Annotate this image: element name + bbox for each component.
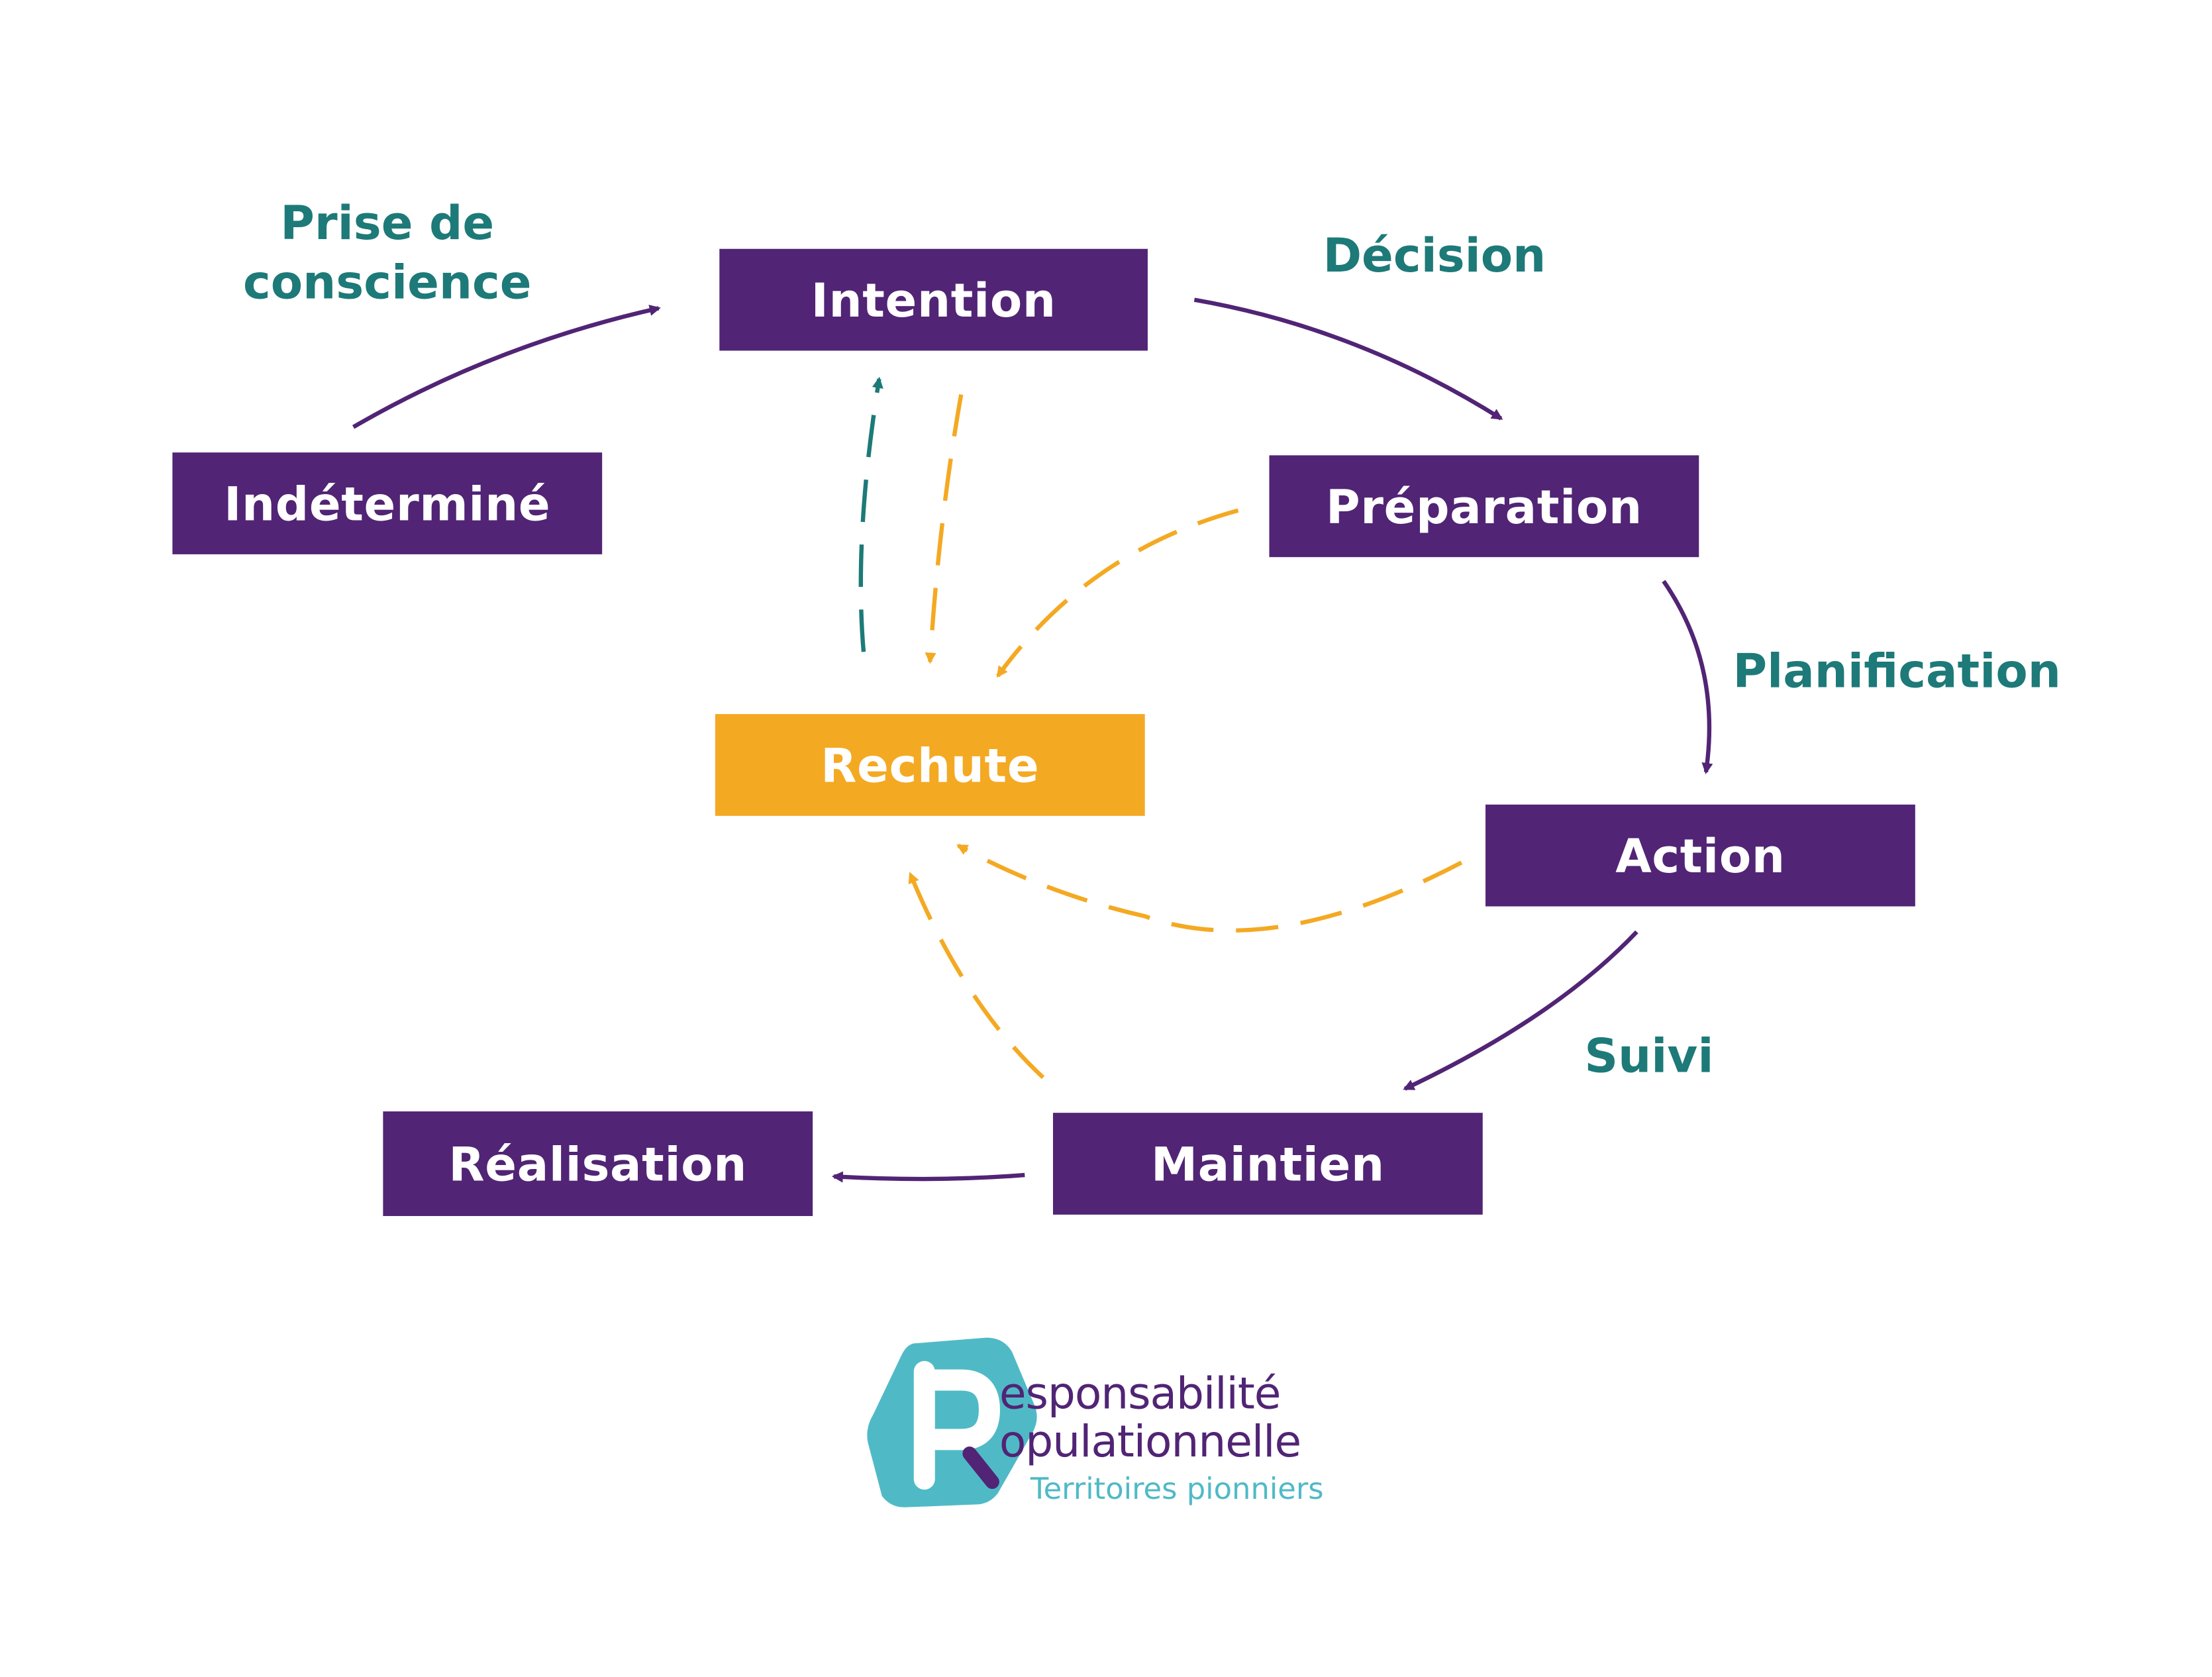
- arrow-action-to-maintien: [1403, 930, 1638, 1091]
- logo-hexagon-icon: [867, 1337, 1037, 1507]
- stage-intention-label: Intention: [811, 272, 1056, 328]
- stage-realisation: Réalisation: [383, 1111, 813, 1217]
- stage-rechute-label: Rechute: [821, 737, 1040, 793]
- transition-suivi: Suivi: [1584, 1028, 1714, 1084]
- stage-preparation: Préparation: [1269, 455, 1699, 558]
- stage-intention: Intention: [719, 248, 1148, 351]
- transition-planification: Planification: [1733, 643, 2061, 699]
- transition-prise-line2: conscience: [243, 254, 532, 310]
- stage-preparation-label: Préparation: [1326, 478, 1642, 534]
- stage-maintien: Maintien: [1052, 1113, 1483, 1215]
- arrow-indetermine-to-intention: [352, 305, 661, 429]
- transition-decision: Décision: [1323, 227, 1546, 283]
- stage-rechute: Rechute: [715, 714, 1145, 816]
- arrow-intention-to-rechute: [925, 394, 964, 664]
- arrow-preparation-to-rechute: [996, 508, 1239, 678]
- stage-action: Action: [1485, 804, 1915, 907]
- stage-action-label: Action: [1615, 827, 1785, 884]
- transition-prise-de-conscience: Prise de conscience: [218, 193, 557, 312]
- stage-indetermine: Indéterminé: [172, 452, 603, 554]
- stage-maintien-label: Maintien: [1150, 1136, 1385, 1192]
- stage-indetermine-label: Indéterminé: [224, 476, 551, 531]
- arrow-preparation-to-action: [1662, 580, 1713, 775]
- logo: Pesponsabilité opulationnelle Territoire…: [862, 1332, 1371, 1516]
- arrow-intention-to-preparation: [1193, 297, 1503, 421]
- arrow-action-to-rechute: [956, 843, 1463, 933]
- arrow-maintien-to-rechute: [908, 872, 1045, 1080]
- logo-line-populationnelle: opulationnelle: [999, 1417, 1301, 1468]
- arrow-maintien-to-realisation: [831, 1171, 1025, 1183]
- logo-line-responsabilite: Pesponsabilité: [999, 1368, 1282, 1420]
- arrow-rechute-to-intention: [858, 376, 883, 652]
- transition-prise-line1: Prise de: [280, 195, 495, 250]
- logo-line-territoires: Territoires pionniers: [1030, 1472, 1324, 1506]
- stage-realisation-label: Réalisation: [448, 1136, 748, 1192]
